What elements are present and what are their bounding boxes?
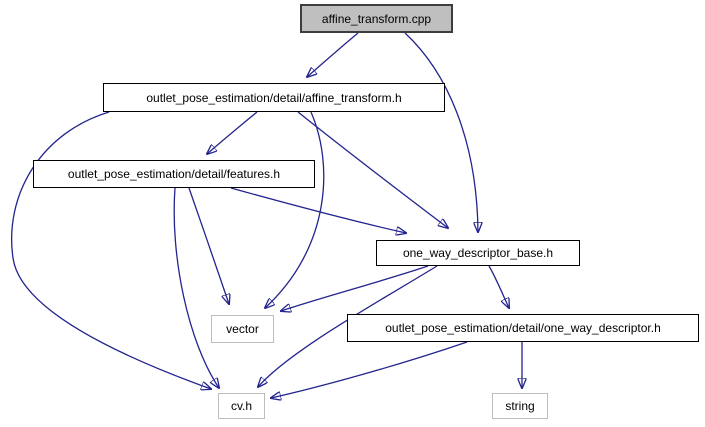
node-string: string <box>492 393 548 419</box>
node-affine-transform-cpp: affine_transform.cpp <box>300 4 453 33</box>
edge-one-way-descriptor-h-to-cv-h <box>271 341 468 398</box>
node-one-way-descriptor-base-h[interactable]: one_way_descriptor_base.h <box>376 240 580 266</box>
edge-one-way-descriptor-base-h-to-one-way-descriptor-h <box>488 265 509 308</box>
node-cv-h: cv.h <box>218 393 265 419</box>
edge-features-h-to-cv-h <box>173 187 219 388</box>
edge-one-way-descriptor-base-h-to-vector <box>281 265 429 311</box>
edge-affine-transform-h-to-features-h <box>207 111 258 154</box>
edge-affine-transform-h-to-cv-h <box>11 111 211 389</box>
edge-cpp-to-one-way-descriptor-base-h <box>404 32 478 232</box>
edge-one-way-descriptor-base-h-to-cv-h <box>258 265 438 387</box>
edge-features-h-to-one-way-descriptor-base-h <box>230 187 406 233</box>
node-vector: vector <box>211 315 274 343</box>
edge-affine-transform-h-to-vector <box>265 111 325 308</box>
node-affine-transform-h[interactable]: outlet_pose_estimation/detail/affine_tra… <box>103 83 445 112</box>
edge-cpp-to-affine-transform-h <box>307 32 359 77</box>
node-features-h[interactable]: outlet_pose_estimation/detail/features.h <box>33 160 315 188</box>
node-one-way-descriptor-h[interactable]: outlet_pose_estimation/detail/one_way_de… <box>347 314 699 342</box>
edge-features-h-to-vector <box>188 187 229 304</box>
